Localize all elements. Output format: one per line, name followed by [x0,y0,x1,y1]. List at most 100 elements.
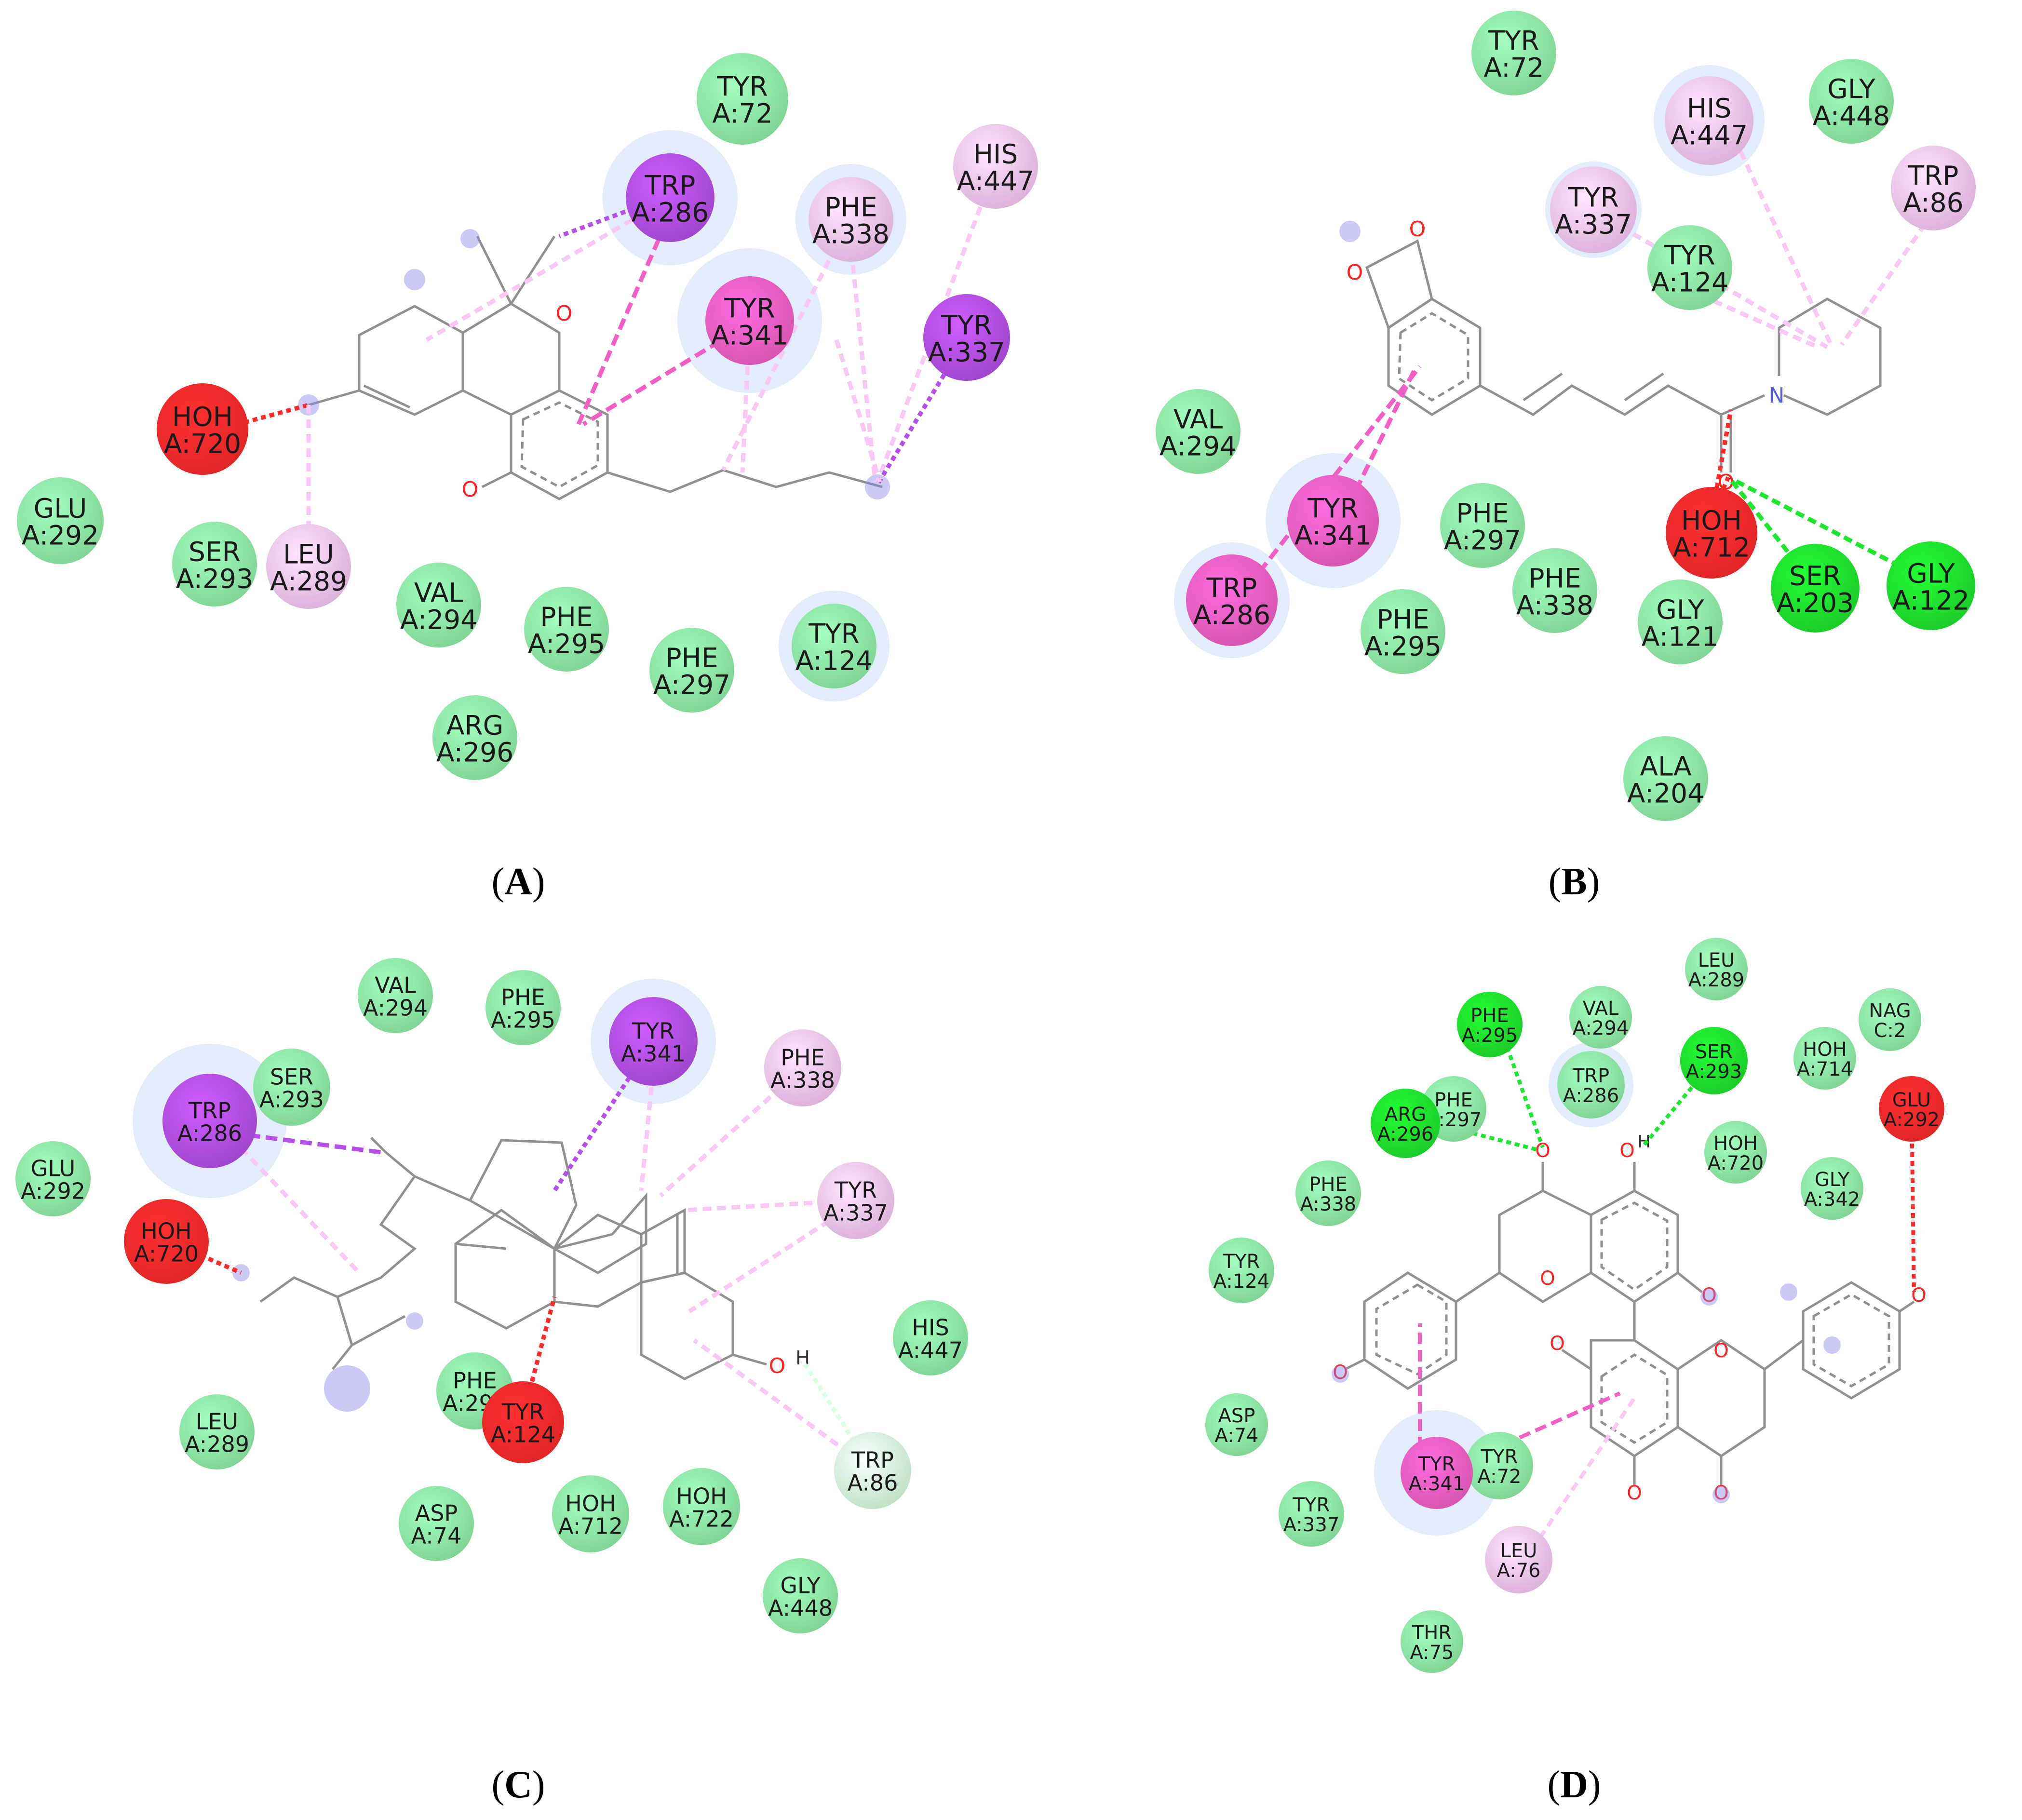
residue-bubble [396,563,481,647]
residue-id: A:86 [1903,188,1963,218]
residue-bubble [1685,938,1748,1000]
residue-id: A:338 [1516,590,1593,621]
residue-name: LEU [283,539,334,569]
residue-bubble [1440,483,1525,568]
residue-bubble [1295,1160,1361,1226]
residue-id: A:124 [1213,1270,1269,1293]
residue-id: A:124 [1651,267,1728,298]
residue-id: A:297 [653,670,730,701]
residue-id: A:447 [957,166,1034,197]
panel-b-atoms: O O N O [1347,217,1785,495]
oxygen-atom-label: O [769,1354,786,1378]
residue-name: HIS [1687,93,1732,123]
residue-id: A:337 [928,337,1005,368]
residue-name: LEU [1500,1540,1537,1562]
panel-d-atoms: O O H O O O O O O O O [1333,1132,1926,1504]
residue-name: PHE [665,642,718,673]
panel-c-molecule [259,1137,767,1380]
residue-id: A:720 [164,429,241,459]
residue-name: SER [189,536,241,567]
residue-name: HOH [1803,1038,1847,1061]
residue-id: A:122 [1892,585,1969,616]
residue-name: GLY [1815,1169,1850,1191]
residue-bubble [1457,992,1523,1057]
oxygen-atom-label: O [1713,1340,1728,1362]
residue-name: SER [1695,1041,1733,1063]
residue-id: A:286 [177,1120,242,1146]
residue-id: A:337 [823,1200,888,1226]
residue-id: A:74 [1214,1425,1258,1447]
residue-id: A:448 [768,1595,833,1621]
residue-bubble [172,522,257,607]
panel-a-caption: (A) [491,861,545,903]
residue-bubble [552,1475,629,1552]
residue-id: A:295 [1364,631,1442,662]
residue-name: SER [270,1064,313,1090]
residue-bubble [1209,1238,1274,1303]
residue-id: A:86 [848,1469,898,1496]
residue-id: A:294 [400,605,477,635]
panel-d-molecule [1344,1162,1915,1485]
residue-name: GLU [31,1155,76,1181]
panel-a-atoms: O O [462,301,573,502]
oxygen-atom-label: O [1333,1362,1348,1384]
residue-id: A:712 [1673,532,1750,563]
residue-id: A:293 [1686,1061,1742,1083]
residue-id: A:341 [711,320,788,351]
residue-bubble [1665,76,1753,165]
residue-name: TYR [1664,240,1715,270]
residue-bubble [162,1074,257,1168]
nitrogen-atom-label: N [1769,383,1785,408]
residue-id: A:124 [795,646,873,676]
residue-bubble [1186,554,1278,646]
residue-bubble [1771,544,1860,633]
residue-bubble [17,477,104,564]
residue-id: A:75 [1410,1642,1454,1664]
residue-bubble [485,970,561,1045]
residue-id: A:72 [712,98,772,129]
residue-bubble [1680,1027,1748,1094]
residue-id: A:294 [363,995,428,1021]
panel-a-molecule [308,235,883,500]
residue-id: A:297 [1444,525,1521,556]
residue-bubble [649,628,734,713]
residue-bubble [923,294,1010,381]
residue-name: PHE [540,601,593,632]
residue-name: ASP [1218,1405,1255,1427]
residue-bubble [893,1300,968,1375]
residue-id: A:294 [1573,1017,1629,1039]
residue-name: SER [1789,560,1841,591]
oxygen-atom-label: O [1409,217,1426,242]
residue-name: PHE [1456,498,1509,528]
residue-name: TYR [1293,1494,1330,1516]
residue-bubble [1666,487,1757,579]
residue-name: ALA [1640,751,1692,782]
residue-bubble [1371,1089,1440,1158]
residue-bubble [432,695,517,780]
residue-id: A:338 [770,1067,835,1093]
residue-bubble [124,1199,209,1284]
residue-id: A:447 [898,1337,963,1363]
residue-bubble [524,587,609,672]
residue-id: A:341 [621,1040,686,1066]
